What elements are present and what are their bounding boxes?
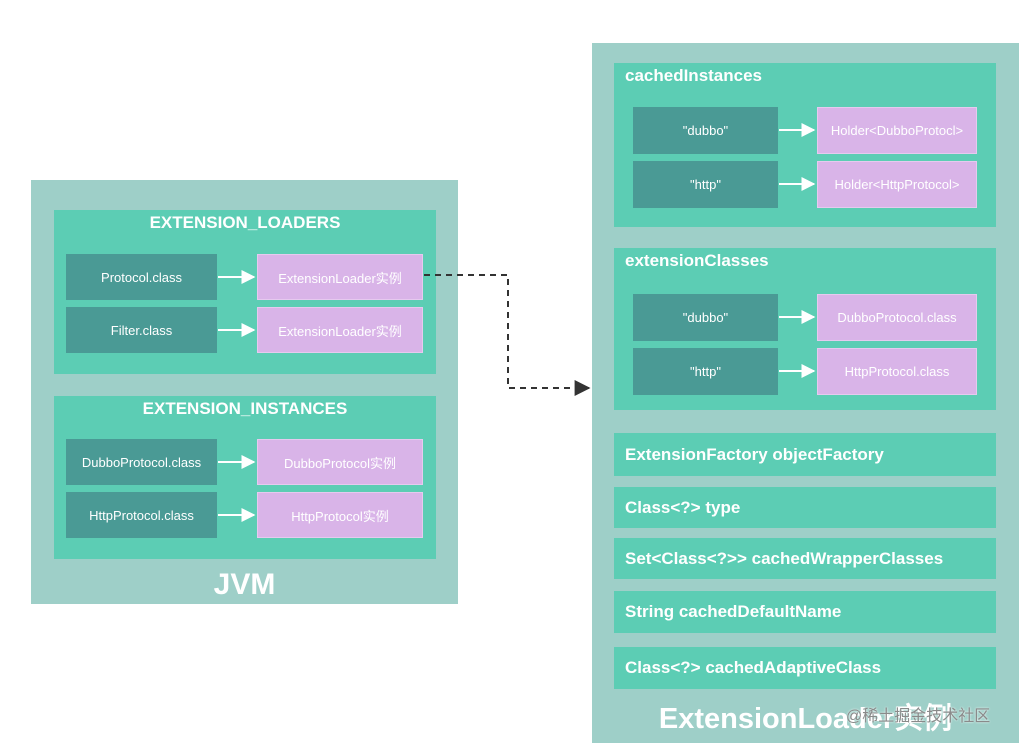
extension-classes-key-dubbo: "dubbo" (633, 294, 778, 341)
extension-instances-value-http: HttpProtocol实例 (257, 492, 423, 538)
cached-instances-title: cachedInstances (625, 66, 763, 85)
field-object-factory: ExtensionFactory objectFactory (614, 433, 996, 476)
extension-loaders-value-protocol: ExtensionLoader实例 (257, 254, 423, 300)
extension-classes-key-http: "http" (633, 348, 778, 395)
dashed-connector (424, 274, 591, 396)
field-cached-default-name: String cachedDefaultName (614, 591, 996, 633)
extension-loaders-value-filter: ExtensionLoader实例 (257, 307, 423, 353)
jvm-label: JVM (213, 568, 276, 601)
extension-loader-label: ExtensionLoader实例 (658, 703, 953, 735)
field-cached-adaptive-class: Class<?> cachedAdaptiveClass (614, 647, 996, 689)
extension-instances-title: EXTENSION_INSTANCES (142, 399, 348, 418)
extension-instances-key-http: HttpProtocol.class (66, 492, 217, 538)
extension-loaders-key-filter: Filter.class (66, 307, 217, 353)
extension-instances-value-dubbo: DubboProtocol实例 (257, 439, 423, 485)
cached-instances-value-dubbo: Holder<DubboProtocl> (817, 107, 977, 154)
field-cached-wrapper-classes: Set<Class<?>> cachedWrapperClasses (614, 538, 996, 579)
cached-instances-value-http: Holder<HttpProtocol> (817, 161, 977, 208)
field-type: Class<?> type (614, 487, 996, 528)
extension-classes-value-dubbo: DubboProtocol.class (817, 294, 977, 341)
extension-loaders-key-protocol: Protocol.class (66, 254, 217, 300)
cached-instances-key-http: "http" (633, 161, 778, 208)
extension-instances-key-dubbo: DubboProtocol.class (66, 439, 217, 485)
cached-instances-key-dubbo: "dubbo" (633, 107, 778, 154)
extension-loaders-title: EXTENSION_LOADERS (149, 213, 341, 232)
watermark-text: @稀土掘金技术社区 (846, 708, 991, 725)
extension-classes-title: extensionClasses (625, 251, 769, 270)
extension-classes-value-http: HttpProtocol.class (817, 348, 977, 395)
